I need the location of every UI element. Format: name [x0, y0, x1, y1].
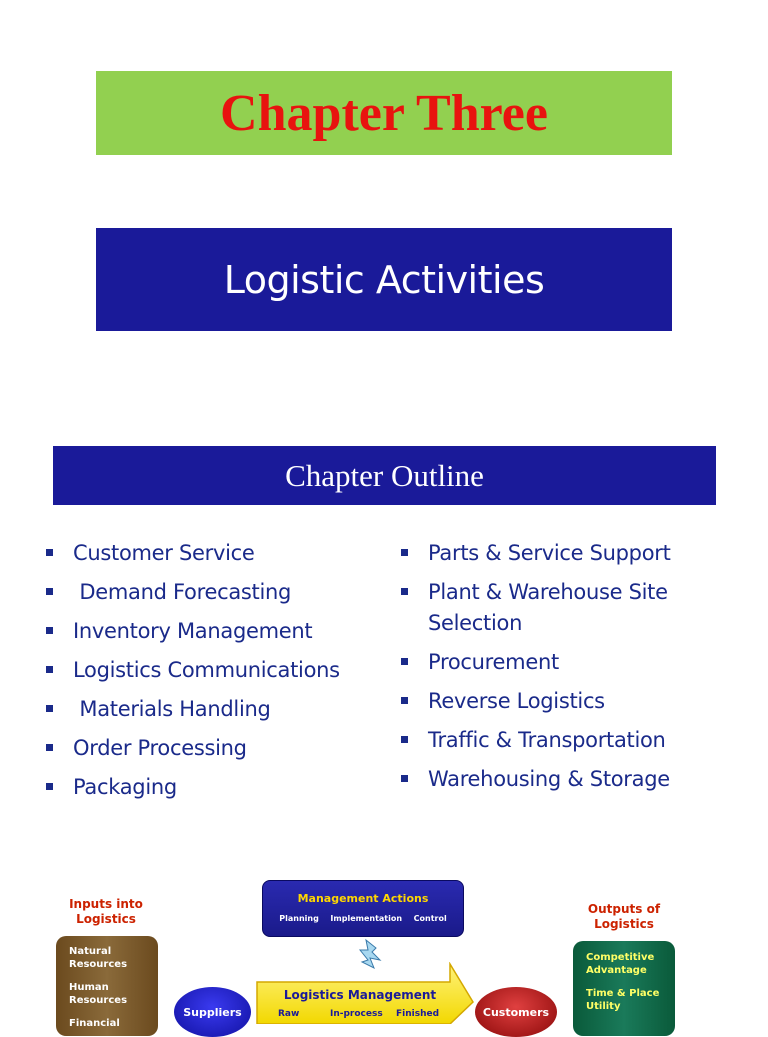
list-item: Reverse Logistics	[399, 686, 729, 717]
square-bullet-icon	[46, 666, 53, 673]
square-bullet-icon	[46, 705, 53, 712]
page-title: Logistic Activities	[223, 257, 545, 302]
square-bullet-icon	[46, 744, 53, 751]
outline-list-left: Customer Service Demand Forecasting Inve…	[44, 538, 389, 811]
logistics-management-title: Logistics Management	[283, 988, 437, 1002]
customers-node: Customers	[475, 987, 557, 1037]
square-bullet-icon	[46, 783, 53, 790]
square-bullet-icon	[46, 549, 53, 556]
square-bullet-icon	[46, 588, 53, 595]
list-item: Demand Forecasting	[44, 577, 389, 608]
square-bullet-icon	[46, 627, 53, 634]
outputs-box: Competitive Advantage Time & Place Utili…	[573, 941, 675, 1036]
list-item: Logistics Communications	[44, 655, 389, 686]
list-item: Parts & Service Support	[399, 538, 729, 569]
inputs-box: Natural Resources Human Resources Financ…	[56, 936, 158, 1036]
title-banner: Logistic Activities	[96, 228, 672, 331]
list-item: Plant & Warehouse Site Selection	[399, 577, 729, 639]
list-item: Customer Service	[44, 538, 389, 569]
square-bullet-icon	[401, 697, 408, 704]
outline-heading: Chapter Outline	[285, 457, 484, 493]
inputs-title: Inputs into Logistics	[69, 897, 143, 926]
down-arrow-icon	[358, 938, 382, 970]
square-bullet-icon	[401, 549, 408, 556]
list-item: Packaging	[44, 772, 389, 803]
list-item: Traffic & Transportation	[399, 725, 729, 756]
suppliers-node: Suppliers	[174, 987, 251, 1037]
outline-list-right: Parts & Service Support Plant & Warehous…	[399, 538, 729, 803]
list-item: Procurement	[399, 647, 729, 678]
square-bullet-icon	[401, 588, 408, 595]
management-actions-box: Management Actions Planning Implementati…	[262, 880, 464, 937]
logistics-management-arrow	[256, 962, 474, 1024]
square-bullet-icon	[401, 736, 408, 743]
list-item: Materials Handling	[44, 694, 389, 725]
outputs-title: Outputs of Logistics	[587, 902, 661, 931]
list-item: Warehousing & Storage	[399, 764, 729, 795]
list-item: Inventory Management	[44, 616, 389, 647]
chapter-title: Chapter Three	[220, 84, 548, 142]
square-bullet-icon	[401, 658, 408, 665]
square-bullet-icon	[401, 775, 408, 782]
list-item: Order Processing	[44, 733, 389, 764]
outline-banner: Chapter Outline	[53, 446, 716, 505]
chapter-banner: Chapter Three	[96, 71, 672, 155]
